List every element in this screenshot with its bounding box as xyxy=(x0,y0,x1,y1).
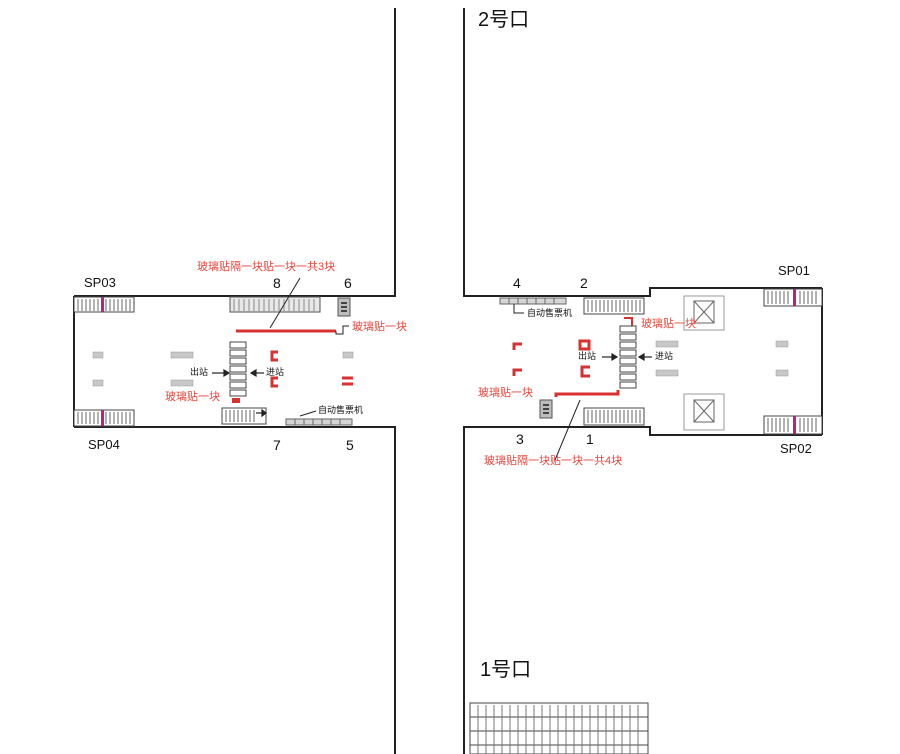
sp02-label: SP02 xyxy=(780,441,812,456)
sp03-label: SP03 xyxy=(84,275,116,290)
escalator-sp01 xyxy=(763,288,823,307)
escalator-1 xyxy=(583,407,645,426)
gate-1-label: 1 xyxy=(586,431,594,447)
sp01-label: SP01 xyxy=(778,263,810,278)
west-ticket-machines xyxy=(285,410,353,426)
east-ticket-machines xyxy=(499,297,567,314)
east-columns xyxy=(655,340,789,377)
west-fare-gates xyxy=(229,341,247,397)
note-west-one-right: 玻璃贴一块 xyxy=(352,321,407,333)
sp04-label: SP04 xyxy=(88,437,120,452)
escalator-8 xyxy=(229,296,321,313)
exit-label-east: 出站 xyxy=(578,351,597,361)
exit-2-label: 2号口 xyxy=(478,9,530,31)
escalator-sp02 xyxy=(763,415,823,435)
exit-1-label: 1号口 xyxy=(480,659,532,681)
east-red-markers xyxy=(512,339,591,378)
west-red-markers xyxy=(270,350,353,388)
gate-4-label: 4 xyxy=(513,275,521,291)
escalator-sp04 xyxy=(73,409,135,427)
gate-6-label: 6 xyxy=(344,275,352,291)
elevator-north xyxy=(683,295,725,331)
west-columns xyxy=(92,351,354,387)
gate-2-label: 2 xyxy=(580,275,588,291)
note-west-one-left: 玻璃贴一块 xyxy=(165,391,220,403)
escalator-7 xyxy=(221,398,267,425)
west-arrows xyxy=(212,368,267,418)
leader-west-gap3 xyxy=(269,277,301,329)
enter-label-west: 进站 xyxy=(266,367,285,377)
gate-5-label: 5 xyxy=(346,437,354,453)
escalator-2 xyxy=(583,297,645,326)
elevator-south xyxy=(683,393,725,431)
note-east-one-left: 玻璃贴一块 xyxy=(478,387,533,399)
note-east-one-right: 玻璃贴一块 xyxy=(641,318,696,330)
exit-1-stairs xyxy=(469,702,649,754)
ticket-machine-east-label: 自动售票机 xyxy=(527,308,573,318)
gate-6-dots xyxy=(341,302,347,312)
east-arrows xyxy=(602,352,652,362)
note-east-gap4: 玻璃贴隔一块贴一块一共4块 xyxy=(484,455,623,467)
gate-3-dots xyxy=(543,404,549,414)
enter-label-east: 进站 xyxy=(655,351,674,361)
walls xyxy=(73,8,823,754)
east-glass-line xyxy=(554,390,620,397)
leader-east-gap4 xyxy=(554,399,581,461)
ticket-machine-west-label: 自动售票机 xyxy=(318,405,364,415)
escalator-sp03 xyxy=(73,296,135,313)
east-fare-gates xyxy=(619,325,637,389)
gate-7-label: 7 xyxy=(273,437,281,453)
exit-label-west: 出站 xyxy=(190,367,209,377)
gate-8-label: 8 xyxy=(273,275,281,291)
note-west-gap3: 玻璃贴隔一块贴一块一共3块 xyxy=(197,261,336,273)
gate-3-label: 3 xyxy=(516,431,524,447)
